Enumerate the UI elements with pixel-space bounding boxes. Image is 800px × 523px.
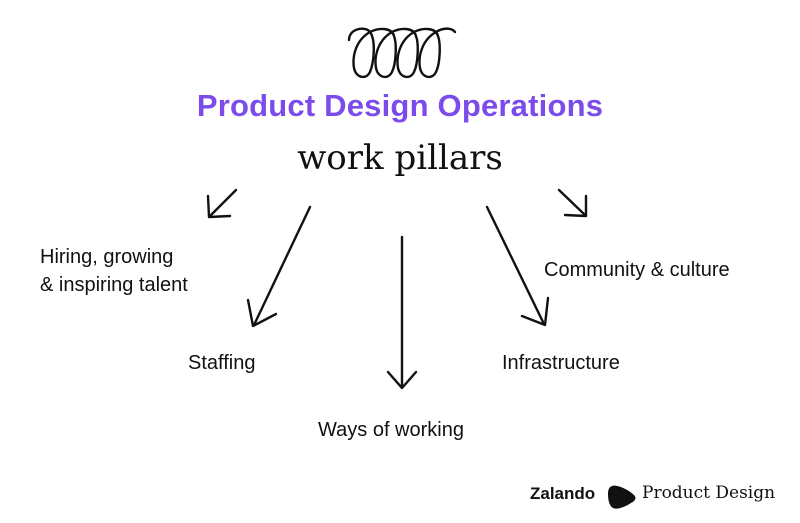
zalando-logo-icon bbox=[608, 485, 636, 509]
pillar-hiring-line1: Hiring, growing bbox=[40, 246, 174, 268]
pillar-infrastructure-label: Infrastructure bbox=[502, 352, 620, 374]
footer-product-name: Product Design bbox=[642, 483, 776, 503]
pillar-ways-of-working-label: Ways of working bbox=[318, 419, 464, 441]
arrow-icon-ways bbox=[386, 235, 418, 390]
pillar-community-label: Community & culture bbox=[544, 259, 730, 281]
arrow-icon-infrastructure bbox=[485, 205, 550, 327]
footer-brand-name: Zalando bbox=[530, 484, 596, 503]
arrow-icon-hiring bbox=[206, 188, 238, 219]
arrow-icon-staffing bbox=[246, 205, 312, 328]
loop-doodle-icon bbox=[347, 27, 457, 79]
pillar-hiring-line2: & inspiring talent bbox=[40, 274, 188, 296]
pillar-hiring-label: Hiring, growing & inspiring talent bbox=[40, 243, 240, 299]
diagram-subtitle: work pillars bbox=[297, 138, 503, 178]
arrow-icon-community bbox=[557, 188, 588, 218]
pillar-staffing-label: Staffing bbox=[188, 352, 256, 374]
diagram-title: Product Design Operations bbox=[196, 88, 604, 123]
